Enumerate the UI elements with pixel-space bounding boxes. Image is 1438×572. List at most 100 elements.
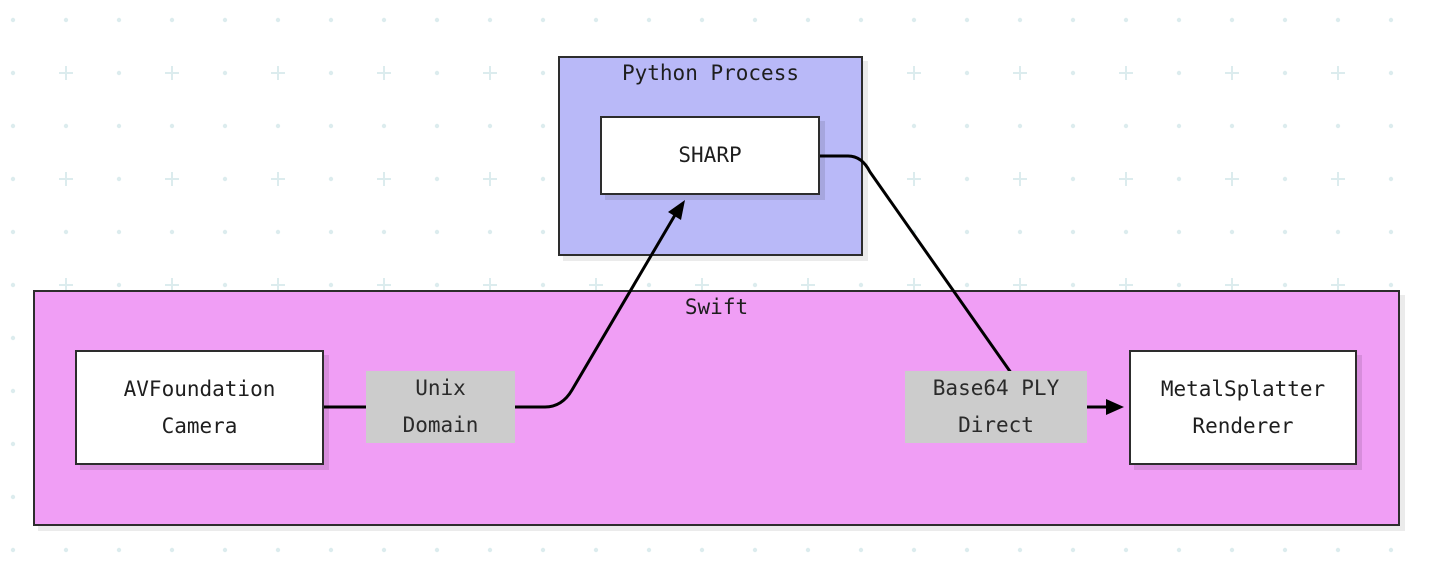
grid-dot [540,70,546,76]
edge-label-unix-line-2: Domain [402,413,479,437]
grid-plus [271,66,285,80]
grid-plus [165,172,179,186]
node-camera-line-1: AVFoundation [123,376,276,401]
grid-dot [169,229,175,235]
grid-dot [10,176,16,182]
grid-dot [10,229,16,235]
grid-dot [1335,17,1341,23]
grid-dot [487,547,493,553]
node-renderer-line-2: Renderer [1192,413,1294,438]
grid-plus [801,278,815,292]
grid-dot [1017,547,1023,553]
grid-dot [1070,70,1076,76]
grid-dot [10,494,16,500]
grid-dot [1388,70,1394,76]
grid-dot [593,547,599,553]
grid-plus [907,66,921,80]
grid-plus [1119,66,1133,80]
grid-dot [540,17,546,23]
grid-dot [116,123,122,129]
grid-dot [116,176,122,182]
grid-dot [1282,547,1288,553]
grid-dot [593,17,599,23]
grid-plus [1225,172,1239,186]
grid-dot [381,547,387,553]
grid-dot [328,176,334,182]
grid-dot [275,229,281,235]
grid-dot [805,547,811,553]
grid-plus [271,278,285,292]
grid-plus [165,278,179,292]
grid-dot [222,176,228,182]
edge-label-base64-ply-direct: Base64 PLY Direct [905,371,1087,443]
grid-dot [1282,176,1288,182]
grid-dot [328,547,334,553]
grid-dot [964,123,970,129]
grid-dot [10,335,16,341]
grid-dot [964,17,970,23]
grid-plus [1225,278,1239,292]
grid-dot [381,229,387,235]
grid-dot [434,282,440,288]
grid-plus [1119,278,1133,292]
grid-dot [646,17,652,23]
grid-dot [1282,229,1288,235]
grid-plus [695,278,709,292]
grid-dot [1176,70,1182,76]
grid-dot [222,282,228,288]
grid-dot [964,176,970,182]
grid-dot [858,282,864,288]
grid-dot [1176,282,1182,288]
grid-plus [483,172,497,186]
grid-plus [59,172,73,186]
grid-dot [1229,229,1235,235]
grid-dot [10,17,16,23]
grid-plus [1013,66,1027,80]
grid-dot [116,547,122,553]
grid-dot [116,17,122,23]
grid-plus [1331,66,1345,80]
grid-dot [222,17,228,23]
grid-dot [911,123,917,129]
grid-dot [10,282,16,288]
grid-dot [434,547,440,553]
grid-dot [10,547,16,553]
grid-dot [805,17,811,23]
grid-dot [434,229,440,235]
edge-label-unix-line-1: Unix [415,376,466,400]
grid-dot [222,123,228,129]
grid-plus [59,66,73,80]
grid-dot [1070,229,1076,235]
grid-dot [1017,17,1023,23]
grid-dot [222,547,228,553]
grid-dot [964,547,970,553]
grid-dot [858,547,864,553]
grid-dot [434,123,440,129]
grid-dot [116,282,122,288]
grid-dot [1282,123,1288,129]
grid-plus [271,172,285,186]
node-metalsplatter-renderer: MetalSplatter Renderer [1129,350,1357,465]
node-avfoundation-camera: AVFoundation Camera [75,350,324,465]
grid-dot [275,547,281,553]
grid-plus [907,172,921,186]
grid-dot [63,17,69,23]
grid-dot [328,123,334,129]
grid-dot [1176,17,1182,23]
grid-dot [540,282,546,288]
grid-dot [169,547,175,553]
grid-dot [1017,123,1023,129]
grid-plus [377,172,391,186]
grid-dot [646,547,652,553]
grid-dot [964,229,970,235]
grid-plus [1331,278,1345,292]
grid-plus [483,66,497,80]
grid-dot [1388,282,1394,288]
grid-dot [487,229,493,235]
grid-dot [487,123,493,129]
grid-dot [328,229,334,235]
grid-dot [381,123,387,129]
grid-dot [1070,17,1076,23]
grid-dot [1070,123,1076,129]
grid-plus [377,66,391,80]
